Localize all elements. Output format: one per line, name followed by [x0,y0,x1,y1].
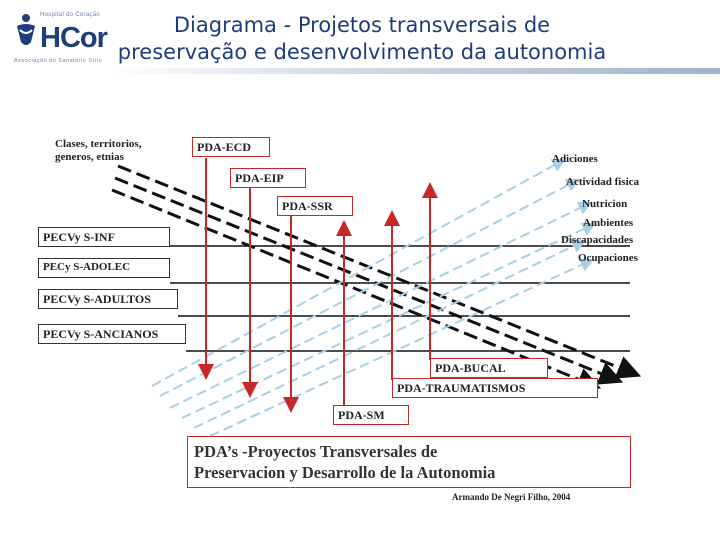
hcor-logo: Hospital do Coração HCor Associação do S… [10,8,110,66]
horizontal-lines [170,245,630,352]
box-pda-sm: PDA-SM [333,405,409,425]
caption-box: PDA’s -Proyectos Transversales de Preser… [187,436,631,488]
box-pecys-adolec: PECy S-ADOLEC [38,258,170,278]
box-pda-traumatismos: PDA-TRAUMATISMOS [392,378,598,398]
heart-figure-icon [17,14,35,45]
right-label-adiciones: Adiciones [552,153,598,165]
caption-line-1: PDA’s -Proyectos Transversales de [194,442,438,461]
right-label-discapacidades: Discapacidades [561,234,634,246]
right-label-nutricion: Nutricion [582,198,628,210]
red-arrows [198,158,438,413]
title-rule [108,68,720,74]
box-pecvys-ancianos: PECVy S-ANCIANOS [38,324,186,344]
box-pecvys-inf: PECVy S-INF [38,227,170,247]
top-left-label-text: Clases, territorios, generos, etnias [55,138,142,163]
box-pecvys-adultos: PECVy S-ADULTOS [38,289,178,309]
box-pda-ecd: PDA-ECD [192,137,270,157]
caption-line-2: Preservacion y Desarrollo de la Autonomi… [194,463,496,482]
box-pda-eip: PDA-EIP [230,168,306,188]
box-pda-bucal: PDA-BUCAL [430,358,548,378]
top-left-label: Clases, territorios, generos, etnias [55,138,167,164]
slide-title: Diagrama - Projetos transversais de pres… [117,13,607,64]
right-label-actividad: Actividad fisica [566,176,640,188]
logo-tagline-bottom: Associação do Sanatório Sírio [14,58,103,64]
logo-brand: HCor [40,22,108,54]
right-label-ocupaciones: Ocupaciones [578,252,638,264]
right-label-ambientes: Ambientes [583,217,634,229]
black-dashed-arrows [111,164,642,391]
blue-dashed-arrows [151,158,597,437]
author-credit: Armando De Negri Filho, 2004 [452,492,571,502]
box-pda-ssr: PDA-SSR [277,196,353,216]
logo-tagline-top: Hospital do Coração [40,12,101,18]
